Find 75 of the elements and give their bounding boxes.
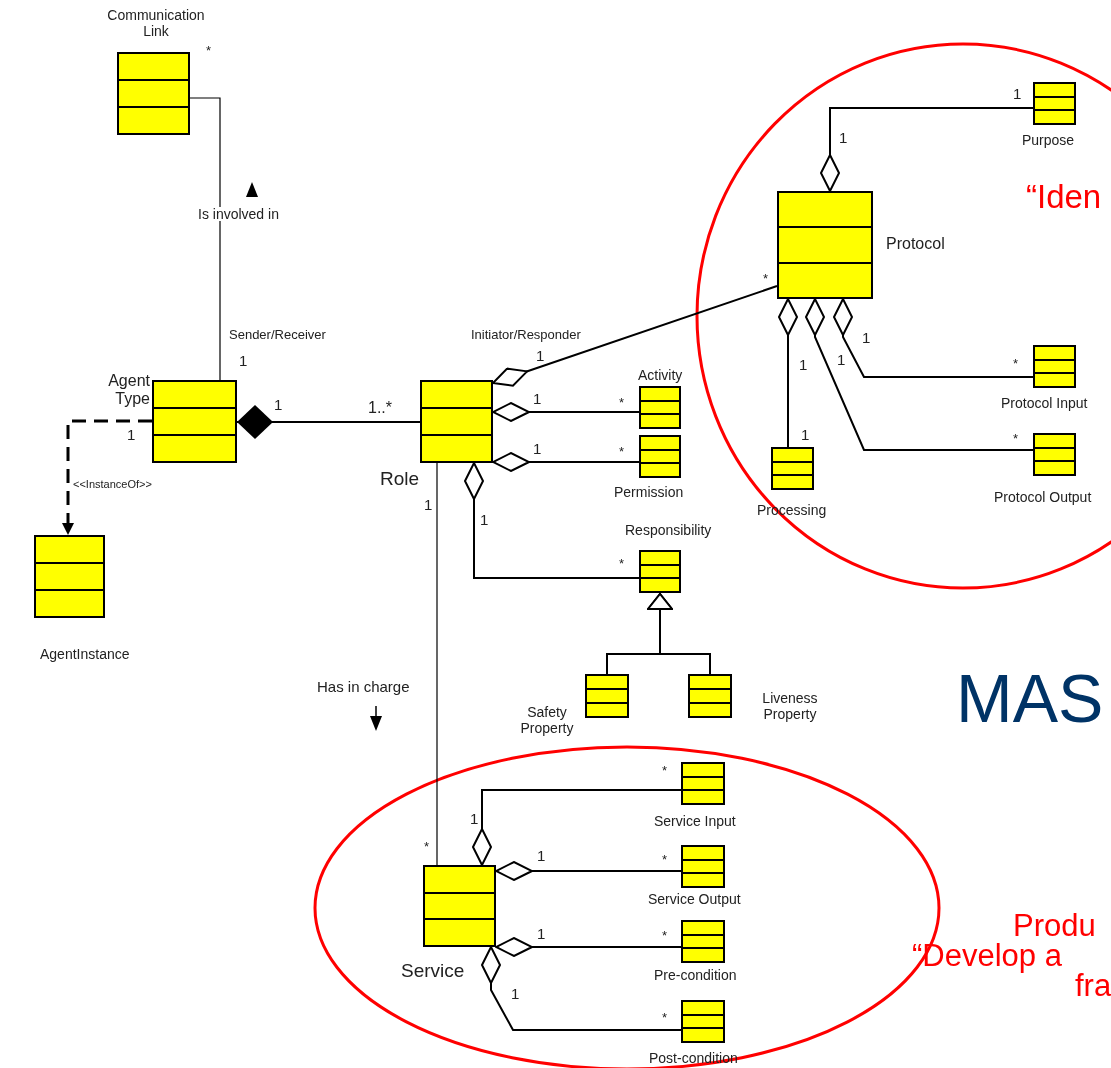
class-name: Permission xyxy=(614,484,685,501)
connector-line xyxy=(492,452,640,472)
connector-line xyxy=(436,462,438,866)
class-name: Service xyxy=(401,960,466,982)
class-name: Liveness Property xyxy=(761,690,819,723)
connector-line xyxy=(189,97,221,381)
multiplicity: 1 xyxy=(127,427,136,442)
class-name: Agent Type xyxy=(107,372,150,409)
connector-line xyxy=(492,402,640,422)
connector-line xyxy=(236,405,421,439)
multiplicity: * xyxy=(662,929,668,942)
multiplicity: 1 xyxy=(537,848,546,863)
class-name: Purpose xyxy=(1022,132,1076,149)
edge-label: Is involved in xyxy=(197,207,280,221)
multiplicity: 1 xyxy=(1013,86,1022,101)
multiplicity: 1 xyxy=(801,427,810,442)
class-name: Role xyxy=(380,468,421,490)
class-name: Post-condition xyxy=(649,1050,739,1067)
multiplicity: 1 xyxy=(511,986,520,1001)
multiplicity: 1 xyxy=(533,391,542,406)
connector-line xyxy=(495,861,682,881)
multiplicity: 1 xyxy=(536,348,545,363)
class-name: Service Input xyxy=(654,813,737,830)
multiplicity: * xyxy=(424,840,430,853)
multiplicity: * xyxy=(1013,432,1019,445)
annotation-text: Produ xyxy=(1013,910,1096,941)
dashed-arrow xyxy=(62,419,152,535)
class-name: Protocol xyxy=(886,235,946,254)
multiplicity: * xyxy=(619,557,625,570)
connector-line xyxy=(647,592,711,675)
annotation-text: “Iden xyxy=(1026,180,1102,213)
class-name: Service Output xyxy=(648,891,742,908)
multiplicity: * xyxy=(619,445,625,458)
class-name: Safety Property xyxy=(519,704,575,737)
connector-line xyxy=(778,298,798,448)
role-name: Sender/Receiver xyxy=(229,328,326,341)
connector-line xyxy=(820,107,1034,192)
connector-line xyxy=(805,298,1034,451)
multiplicity: 1 xyxy=(839,130,848,145)
multiplicity: 1 xyxy=(274,397,283,412)
multiplicity: 1..* xyxy=(368,400,392,416)
class-name: Responsibility xyxy=(625,522,713,539)
multiplicity: 1 xyxy=(537,926,546,941)
multiplicity: 1 xyxy=(470,811,479,826)
connector-line xyxy=(833,298,1034,378)
multiplicity: * xyxy=(662,1011,668,1024)
multiplicity: 1 xyxy=(533,441,542,456)
connector-line xyxy=(472,789,682,866)
multiplicity: 1 xyxy=(480,512,489,527)
multiplicity: 1 xyxy=(837,352,846,367)
class-name: Pre-condition xyxy=(654,967,738,984)
class-name: Protocol Input xyxy=(1001,395,1089,412)
multiplicity: * xyxy=(619,396,625,409)
role-name: Initiator/Responder xyxy=(471,328,581,341)
class-name: Activity xyxy=(638,367,684,384)
multiplicity: 1 xyxy=(799,357,808,372)
class-name: Protocol Output xyxy=(994,489,1093,506)
class-name: AgentInstance xyxy=(40,646,131,663)
connector-line xyxy=(464,462,640,579)
slide-title: MAS xyxy=(956,664,1104,732)
multiplicity: 1 xyxy=(862,330,871,345)
multiplicity: * xyxy=(1013,357,1019,370)
multiplicity: * xyxy=(662,853,668,866)
multiplicity: * xyxy=(763,272,769,285)
multiplicity: 1 xyxy=(239,353,248,368)
edge-label: Has in charge xyxy=(316,679,411,694)
class-name: Communication Link xyxy=(106,7,206,40)
annotation-text: fra xyxy=(1075,970,1111,1001)
multiplicity: * xyxy=(206,44,212,57)
multiplicity: * xyxy=(662,764,668,777)
edge-label: <<InstanceOf>> xyxy=(72,479,153,490)
multiplicity: 1 xyxy=(424,497,433,512)
connector-line xyxy=(481,946,682,1031)
connector-line xyxy=(492,285,778,387)
connector-line xyxy=(495,937,682,957)
